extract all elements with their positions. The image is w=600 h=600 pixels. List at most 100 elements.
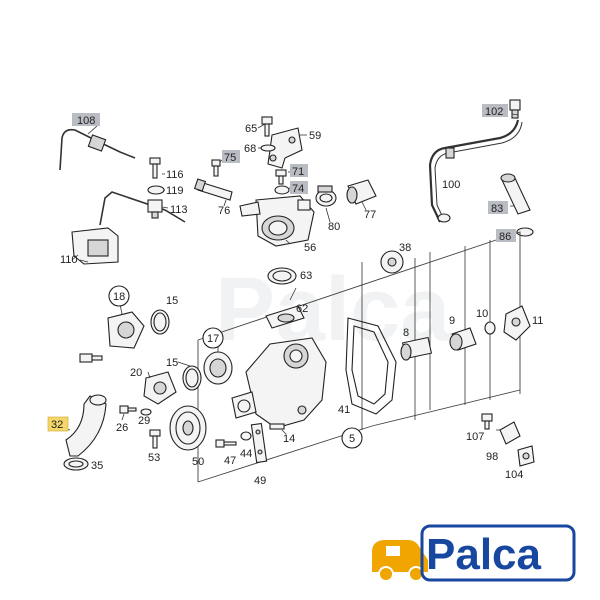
bolt-47 — [215, 439, 237, 448]
bracket-59 — [267, 127, 303, 169]
clamp-35 — [63, 457, 89, 471]
callout-38: 38 — [399, 242, 411, 254]
callout-41: 41 — [338, 404, 350, 416]
seal-10 — [484, 321, 496, 335]
callout-circle-5 — [341, 427, 363, 449]
callout-11: 11 — [532, 315, 543, 327]
callout-80: 80 — [328, 221, 340, 233]
hose-83 — [500, 173, 531, 215]
brand-name: Palca — [426, 530, 542, 579]
elbow-hose-32 — [65, 394, 107, 457]
clamp-80 — [315, 185, 337, 207]
callout-box-71 — [290, 164, 308, 177]
callout-box-108 — [72, 113, 100, 126]
seal-ring-15b — [182, 365, 202, 391]
clip-113 — [147, 199, 163, 219]
callout-29: 29 — [138, 415, 150, 427]
callout-110: 110 — [60, 254, 78, 266]
bolt-group-18 — [79, 353, 103, 363]
callout-56: 56 — [304, 242, 316, 254]
callout-17: 17 — [207, 333, 219, 345]
callout-53: 53 — [148, 452, 160, 464]
washer-44 — [240, 431, 252, 441]
pipe-100 — [428, 119, 523, 223]
callout-49: 49 — [254, 475, 266, 487]
callout-119: 119 — [166, 185, 184, 197]
callout-14: 14 — [283, 433, 295, 445]
sensor-76 — [193, 178, 233, 201]
pulley-50 — [169, 405, 207, 451]
washer-119 — [147, 185, 165, 195]
callout-circle-18 — [108, 285, 130, 307]
callout-113: 113 — [170, 204, 188, 216]
callout-10: 10 — [476, 308, 488, 320]
callout-20: 20 — [130, 367, 142, 379]
callout-5: 5 — [349, 433, 355, 445]
callout-75: 75 — [224, 152, 236, 164]
washer-74 — [274, 185, 290, 195]
bolt-116 — [149, 157, 161, 179]
water-pump-body — [231, 337, 327, 429]
callout-50: 50 — [192, 456, 204, 468]
callout-8: 8 — [403, 327, 409, 339]
callout-15b: 15 — [166, 357, 178, 369]
callout-83: 83 — [491, 203, 503, 215]
callout-65: 65 — [245, 123, 257, 135]
callout-107: 107 — [466, 431, 484, 443]
callout-98: 98 — [486, 451, 498, 463]
gasket-41 — [345, 317, 397, 415]
bracket-49 — [250, 422, 268, 464]
callout-box-75 — [222, 150, 240, 163]
callout-32: 32 — [51, 419, 63, 431]
callout-77: 77 — [364, 209, 376, 221]
callout-68: 68 — [244, 143, 256, 155]
part-14 — [269, 423, 285, 430]
plate-104 — [517, 445, 535, 467]
callout-86: 86 — [499, 231, 511, 243]
washer-68 — [260, 144, 276, 152]
gasket-63 — [267, 267, 297, 285]
thermostat-housing-56 — [239, 195, 315, 247]
hose-77 — [346, 179, 377, 205]
car-icon — [372, 540, 428, 582]
callout-63: 63 — [300, 270, 312, 282]
washer-29 — [140, 408, 152, 416]
callout-35: 35 — [91, 460, 103, 472]
flange-9 — [449, 327, 477, 351]
callout-box-74 — [290, 181, 308, 194]
bolt-75 — [211, 159, 221, 177]
fitting-98 — [499, 421, 521, 445]
callout-100: 100 — [442, 179, 460, 191]
callout-box-32 — [47, 416, 69, 432]
housing-20 — [143, 371, 177, 405]
callout-74: 74 — [292, 183, 304, 195]
callout-44: 44 — [240, 448, 252, 460]
callout-71: 71 — [292, 166, 304, 178]
seal-ring-15a — [150, 309, 170, 335]
wiring-harness-108 — [59, 125, 136, 171]
callout-102: 102 — [485, 106, 503, 118]
harness-110 — [71, 191, 186, 265]
cap-11 — [503, 305, 531, 341]
callout-26: 26 — [116, 422, 128, 434]
callout-108: 108 — [77, 115, 95, 127]
callout-104: 104 — [505, 469, 523, 481]
fitting-8 — [400, 336, 433, 361]
seal-86 — [516, 227, 534, 237]
callout-18: 18 — [113, 291, 125, 303]
cover-62 — [265, 305, 305, 329]
callout-116: 116 — [166, 169, 184, 181]
bolt-107 — [481, 413, 493, 430]
brand-logo: Palca — [372, 524, 576, 582]
sensor-102 — [509, 99, 521, 119]
bolt-71 — [275, 169, 287, 185]
callout-box-86 — [496, 229, 516, 242]
callout-76: 76 — [218, 205, 230, 217]
callout-62: 62 — [296, 303, 308, 315]
pulley-38 — [380, 250, 404, 274]
bolt-26 — [119, 405, 137, 414]
callout-box-83 — [488, 201, 508, 214]
bolt-65 — [261, 116, 273, 137]
callout-47: 47 — [224, 455, 236, 467]
